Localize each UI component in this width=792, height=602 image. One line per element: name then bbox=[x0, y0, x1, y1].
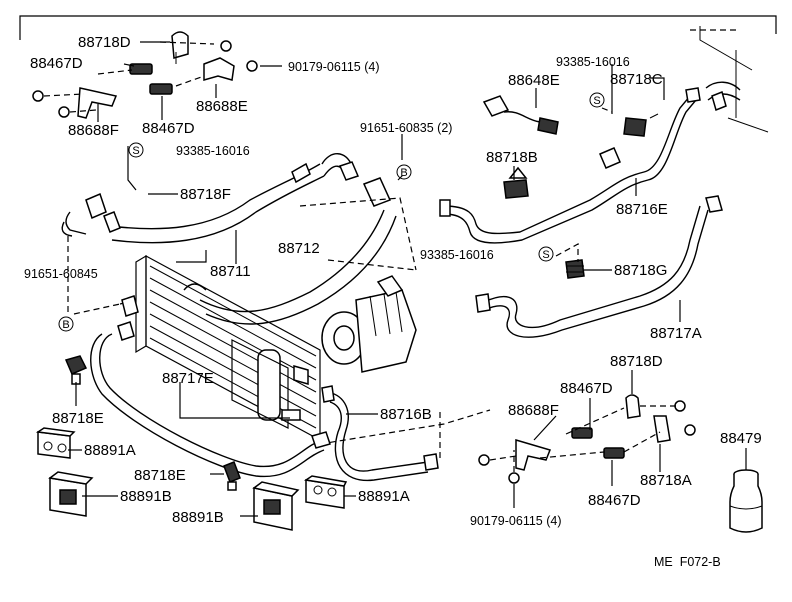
compressor bbox=[321, 275, 417, 373]
label-88717A: 88717A bbox=[650, 325, 702, 342]
label-88718D-top: 88718D bbox=[78, 34, 131, 51]
label-88891B-left: 88891B bbox=[120, 488, 172, 505]
pipe-88716E bbox=[439, 87, 701, 244]
label-93385-left: 93385-16016 bbox=[176, 144, 250, 158]
label-88718G: 88718G bbox=[614, 262, 667, 279]
label-88688F-right: 88688F bbox=[508, 402, 559, 419]
svg-text:B: B bbox=[400, 167, 407, 179]
engine-outline bbox=[690, 26, 769, 133]
pipe-88716B bbox=[321, 385, 439, 482]
dashed-connectors-mid bbox=[67, 173, 491, 460]
label-93385-top: 93385-16016 bbox=[556, 55, 630, 69]
hose-88711 bbox=[61, 153, 360, 244]
label-88711: 88711 bbox=[210, 263, 251, 280]
label-88716B: 88716B bbox=[380, 406, 432, 423]
marker-s-mid-right: S bbox=[538, 246, 554, 262]
label-88891B-bottom: 88891B bbox=[172, 509, 224, 526]
label-88648E: 88648E bbox=[508, 72, 560, 89]
label-88718E-bottom: 88718E bbox=[134, 467, 186, 484]
top-left-bracket-group bbox=[32, 31, 258, 119]
diagram-frame bbox=[19, 15, 777, 40]
condenser-88717E bbox=[135, 254, 321, 442]
leaders-left bbox=[68, 134, 403, 517]
left-small-parts bbox=[35, 355, 348, 531]
svg-text:S: S bbox=[542, 249, 549, 261]
label-88891A-left: 88891A bbox=[84, 442, 136, 459]
diagram-code: ME F072-B bbox=[654, 555, 721, 569]
pipe-88717E bbox=[90, 295, 331, 478]
marker-s-top-right: S bbox=[589, 92, 605, 108]
label-88718B: 88718B bbox=[486, 149, 538, 166]
label-88716E: 88716E bbox=[616, 201, 668, 218]
bottom-right-cluster bbox=[478, 394, 763, 533]
pipe-88717A bbox=[475, 195, 723, 338]
right-upper-parts bbox=[482, 95, 659, 279]
label-88718E-left: 88718E bbox=[52, 410, 104, 427]
label-90179-top: 90179-06115 (4) bbox=[288, 60, 380, 74]
label-91651-60845: 91651-60845 bbox=[24, 267, 98, 281]
label-93385-mid: 93385-16016 bbox=[420, 248, 494, 262]
label-88467D-top2: 88467D bbox=[142, 120, 195, 137]
part-labels: 88718D 88467D 90179-06115 (4) 88688E 886… bbox=[24, 34, 762, 569]
svg-text:S: S bbox=[593, 95, 600, 107]
leaders-top-left bbox=[97, 41, 282, 122]
marker-s-left: S bbox=[128, 142, 144, 158]
label-90179-bottom: 90179-06115 (4) bbox=[470, 514, 562, 528]
label-88718F: 88718F bbox=[180, 186, 231, 203]
label-88717E: 88717E bbox=[162, 370, 214, 387]
label-88467D-right: 88467D bbox=[560, 380, 613, 397]
marker-b-top: B bbox=[396, 164, 412, 180]
label-88688F-top: 88688F bbox=[68, 122, 119, 139]
leaders-bottom-right bbox=[513, 370, 747, 508]
leaders-right bbox=[513, 64, 681, 322]
label-88467D-top: 88467D bbox=[30, 55, 83, 72]
label-88718C: 88718C bbox=[610, 71, 663, 88]
label-91651-60835: 91651-60835 (2) bbox=[360, 121, 452, 135]
label-88688E: 88688E bbox=[196, 98, 248, 115]
label-88467D-right2: 88467D bbox=[588, 492, 641, 509]
label-88891A-right: 88891A bbox=[358, 488, 410, 505]
label-88712: 88712 bbox=[278, 240, 320, 257]
label-88718A: 88718A bbox=[640, 472, 692, 489]
label-88718D-right: 88718D bbox=[610, 353, 663, 370]
svg-text:S: S bbox=[132, 145, 139, 157]
label-88479: 88479 bbox=[720, 430, 762, 447]
marker-b-left: B bbox=[58, 316, 74, 332]
svg-text:B: B bbox=[62, 319, 69, 331]
